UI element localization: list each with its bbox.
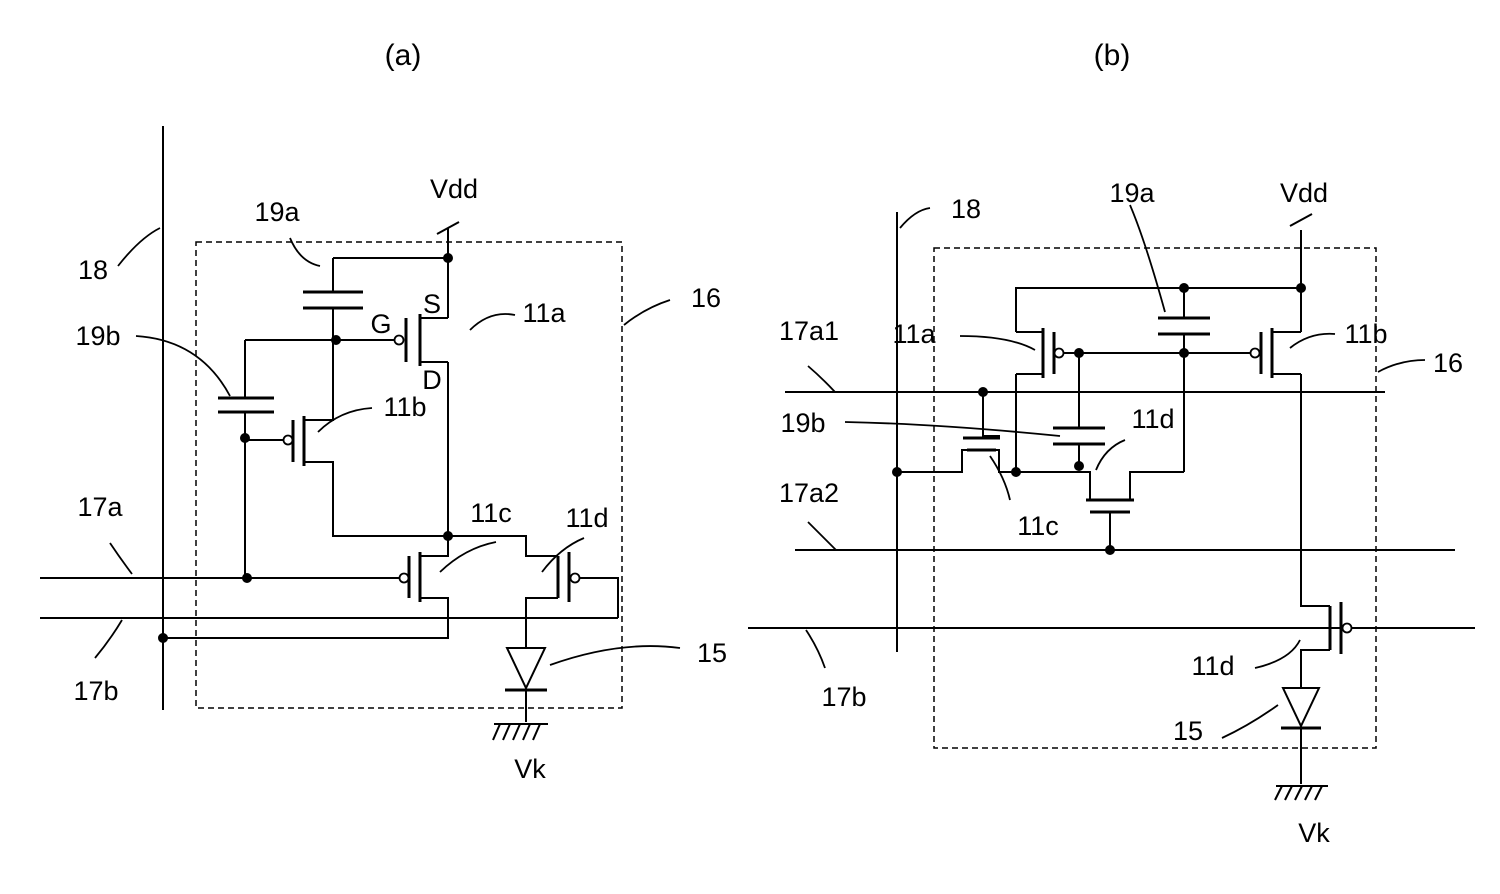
leader-19b-b (845, 422, 1060, 436)
panel-a-title: (a) (385, 39, 422, 72)
panel-b-title: (b) (1094, 39, 1131, 72)
label-11a-b: 11a (892, 319, 936, 349)
label-16-b: 16 (1433, 348, 1463, 378)
label-11b-a: 11b (383, 392, 426, 422)
capacitor-19b (218, 340, 274, 578)
label-19b-a: 19b (75, 321, 120, 351)
vdd-terminal-b (1290, 214, 1312, 288)
leader-18 (118, 228, 160, 266)
vdd-terminal (437, 222, 459, 258)
leader-16 (624, 300, 670, 325)
gate-bubble-11b (284, 436, 293, 445)
label-drain-d: D (422, 365, 442, 395)
gate-bubble-11d-lower-b (1343, 624, 1352, 633)
panel-b: (b) (748, 39, 1475, 848)
gate-bubble-11c (400, 574, 409, 583)
label-17b-a: 17b (73, 676, 118, 706)
leader-17a (110, 543, 132, 574)
label-18-b: 18 (951, 194, 981, 224)
transistor-11d-lower-b (1301, 602, 1352, 688)
leader-11b-b (1290, 334, 1335, 348)
label-vdd-a: Vdd (430, 174, 478, 204)
label-11c-a: 11c (470, 498, 512, 528)
leader-17b-b (806, 630, 825, 668)
label-vdd-b: Vdd (1280, 178, 1328, 208)
capacitor-19a-b (1158, 288, 1210, 472)
label-source-s: S (423, 289, 441, 319)
leader-17b (95, 620, 122, 658)
ground-symbol-a (493, 724, 548, 740)
leader-15 (550, 646, 680, 665)
leader-19b (136, 336, 230, 396)
label-18-a: 18 (78, 255, 108, 285)
label-11a-a: 11a (522, 298, 566, 328)
label-17a1: 17a1 (779, 316, 839, 346)
label-16-a: 16 (691, 283, 721, 313)
transistor-11c (163, 536, 448, 638)
transistor-11b-b (1251, 328, 1331, 606)
leader-11a-b (960, 336, 1035, 350)
label-vk-b: Vk (1298, 818, 1330, 848)
label-11d-a: 11d (565, 503, 608, 533)
capacitor-19b-b (1053, 353, 1105, 466)
transistor-11d (448, 536, 618, 648)
label-11d-upper-b: 11d (1131, 404, 1174, 434)
leader-18-b (900, 208, 930, 228)
leader-11a (470, 314, 515, 330)
leader-19a-b (1130, 205, 1165, 312)
label-17a2: 17a2 (779, 478, 839, 508)
label-19a-a: 19a (254, 197, 300, 227)
label-11b-b: 11b (1344, 319, 1387, 349)
gate-bubble-11a-b (1055, 349, 1064, 358)
label-15-b: 15 (1173, 716, 1203, 746)
pixel-16-boundary-b (934, 248, 1376, 748)
label-11d-lower-b: 11d (1191, 651, 1234, 681)
leader-15-b (1222, 705, 1278, 738)
panel-a: (a) (40, 39, 727, 784)
gate-bubble-11b-b (1251, 349, 1260, 358)
led-15 (505, 648, 547, 722)
label-vk-a: Vk (514, 754, 546, 784)
led-15-b (1281, 688, 1321, 784)
label-19a-b: 19a (1109, 178, 1155, 208)
ground-symbol-b (1275, 786, 1328, 800)
leader-17a1 (808, 366, 835, 392)
label-11c-b: 11c (1017, 511, 1059, 541)
leader-17a2 (808, 522, 836, 550)
gate-bubble-11a (395, 336, 404, 345)
label-gate-g: G (370, 309, 391, 339)
gate-bubble-11d (571, 574, 580, 583)
vdd-rail-b (1016, 288, 1301, 332)
capacitor-19a (303, 258, 363, 340)
transistor-11a (395, 314, 449, 366)
leader-16-b (1378, 360, 1425, 372)
transistor-11b (245, 340, 448, 536)
leader-19a (290, 238, 320, 266)
leader-11d-lower-b (1255, 640, 1300, 668)
label-17a-a: 17a (77, 492, 123, 522)
label-17b-b: 17b (821, 682, 866, 712)
label-19b-b: 19b (780, 408, 825, 438)
label-15-a: 15 (697, 638, 727, 668)
transistor-11c-b (897, 392, 1016, 472)
transistor-11a-b (1016, 328, 1064, 472)
